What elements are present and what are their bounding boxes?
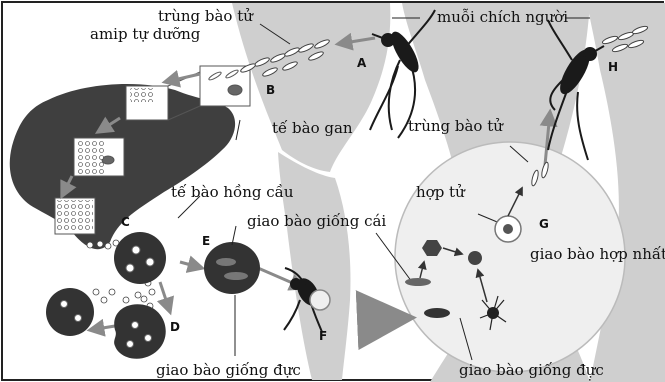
label-zygote: hợp tử [416,184,465,200]
label-male-gametocyte-right: giao bào giống đực [459,362,604,378]
label-fused-gamete: giao bào hợp nhất [530,246,665,262]
stage-letter-h: H [608,61,618,73]
mosquito-f-gut-highlight [310,290,330,310]
label-liver-cell: tế bào gan [272,120,353,136]
stage-letter-f: F [319,330,327,342]
stage-letter-b: B [266,84,275,96]
red-blood-cell-d-left [46,288,94,336]
stage-letter-e: E [202,235,210,247]
big-arrow-to-lens [360,318,405,320]
label-male-gametocyte-left: giao bào giống đực [156,362,301,378]
stage-letter-c: C [121,216,130,228]
red-blood-cell-c [114,232,166,284]
label-sporozoite-top: trùng bào tử [158,8,253,24]
stage-letter-g: G [539,218,549,230]
label-mosquito-bite: muỗi chích người [437,9,568,25]
label-female-gametocyte: giao bào giống cái [247,213,386,229]
label-autotrophic-amoeba: amip tự dưỡng [90,26,200,42]
label-red-blood-cell: tế bào hồng cầu [171,184,294,200]
red-blood-cell-e [204,242,260,294]
label-sporozoite-right: trùng bào tử [408,118,503,134]
stage-letter-d: D [170,321,180,333]
stage-letter-a: A [357,57,366,69]
